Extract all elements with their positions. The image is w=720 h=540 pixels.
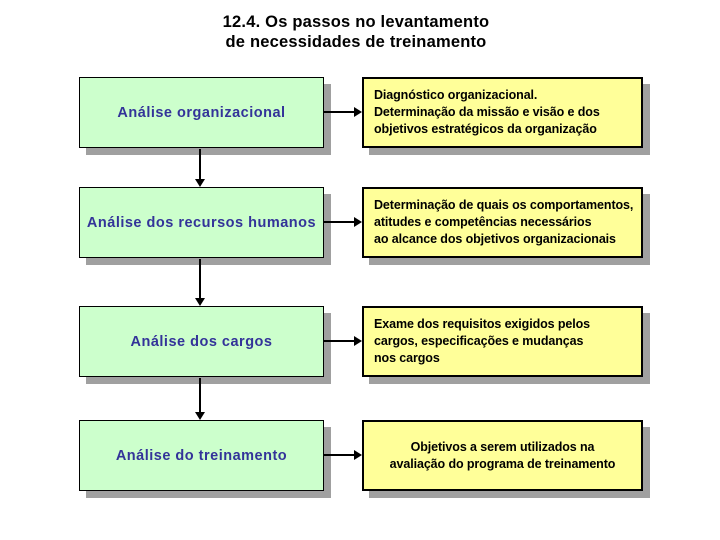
slide-title: 12.4. Os passos no levantamento de neces… (0, 12, 712, 52)
slide-title-line2: de necessidades de treinamento (225, 33, 487, 51)
analysis-box-organizational-label: Análise organizacional (117, 104, 286, 121)
analysis-box-jobs: Análise dos cargos (79, 306, 324, 377)
description-box-organizational: Diagnóstico organizacional. Determinação… (362, 77, 643, 148)
analysis-box-human-resources: Análise dos recursos humanos (79, 187, 324, 258)
arrow-down-2-icon (194, 259, 206, 306)
arrow-right-row4-icon (324, 450, 362, 460)
description-box-training-text: Objetivos a serem utilizados na avaliaçã… (389, 439, 616, 471)
description-box-human-resources: Determinação de quais os comportamentos,… (362, 187, 643, 258)
description-box-organizational-text: Diagnóstico organizacional. Determinação… (374, 88, 600, 136)
description-box-jobs: Exame dos requisitos exigidos pelos carg… (362, 306, 643, 377)
slide-title-line1: 12.4. Os passos no levantamento (222, 13, 490, 31)
arrow-right-row1-icon (324, 107, 362, 117)
description-box-jobs-text: Exame dos requisitos exigidos pelos carg… (374, 317, 591, 365)
analysis-box-organizational: Análise organizacional (79, 77, 324, 148)
analysis-box-jobs-label: Análise dos cargos (130, 333, 273, 350)
arrow-down-1-icon (194, 149, 206, 187)
description-box-training: Objetivos a serem utilizados na avaliaçã… (362, 420, 643, 491)
analysis-box-training: Análise do treinamento (79, 420, 324, 491)
analysis-box-training-label: Análise do treinamento (115, 447, 288, 464)
arrow-down-3-icon (194, 378, 206, 420)
arrow-right-row2-icon (324, 217, 362, 227)
analysis-box-human-resources-label: Análise dos recursos humanos (86, 214, 317, 231)
description-box-human-resources-text: Determinação de quais os comportamentos,… (374, 198, 634, 246)
arrow-right-row3-icon (324, 336, 362, 346)
